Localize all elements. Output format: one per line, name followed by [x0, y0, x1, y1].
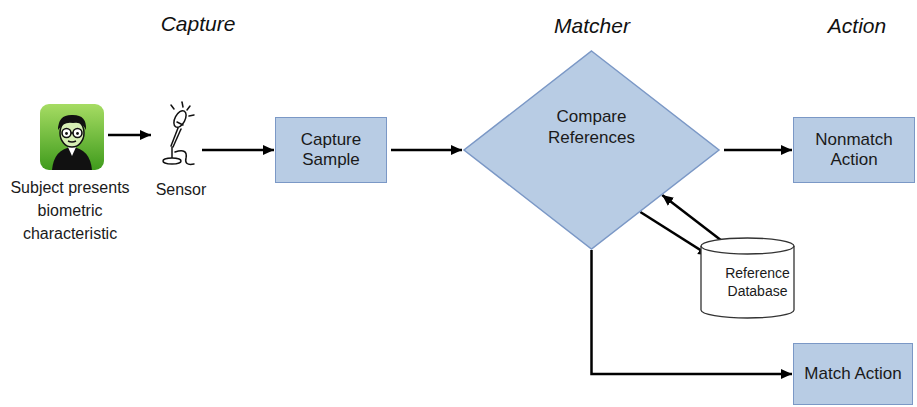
- flow-arrow: [391, 149, 462, 152]
- box-label: Match Action: [804, 364, 901, 384]
- decision-diamond: Compare References: [463, 50, 720, 250]
- diamond-outline: [463, 50, 720, 250]
- icon-caption: Sensor: [140, 178, 222, 201]
- action-box: Nonmatch Action: [793, 117, 915, 183]
- sensor-node: Sensor: [140, 100, 222, 210]
- flow-arrow: [640, 212, 709, 256]
- database-cylinder: Reference Database: [700, 238, 815, 318]
- flow-arrow: [108, 134, 151, 137]
- sensor-icon: [152, 100, 198, 170]
- subject-icon: [40, 104, 104, 170]
- box-label: Nonmatch Action: [802, 130, 906, 171]
- column-heading: Capture: [161, 12, 236, 36]
- flow-arrow: [724, 149, 792, 152]
- subject-node: Subject presents biometric characteristi…: [2, 100, 138, 250]
- icon-caption: Subject presents biometric characteristi…: [2, 176, 138, 246]
- process-box: Capture Sample: [275, 117, 387, 183]
- flow-arrow: [662, 195, 725, 244]
- column-heading: Matcher: [554, 14, 630, 38]
- flow-arrow: [202, 149, 274, 152]
- decision-label: Compare References: [522, 106, 662, 149]
- column-heading: Action: [828, 14, 886, 38]
- box-label: Capture Sample: [284, 130, 378, 171]
- action-box: Match Action: [793, 343, 913, 405]
- database-label: Reference Database: [700, 264, 815, 300]
